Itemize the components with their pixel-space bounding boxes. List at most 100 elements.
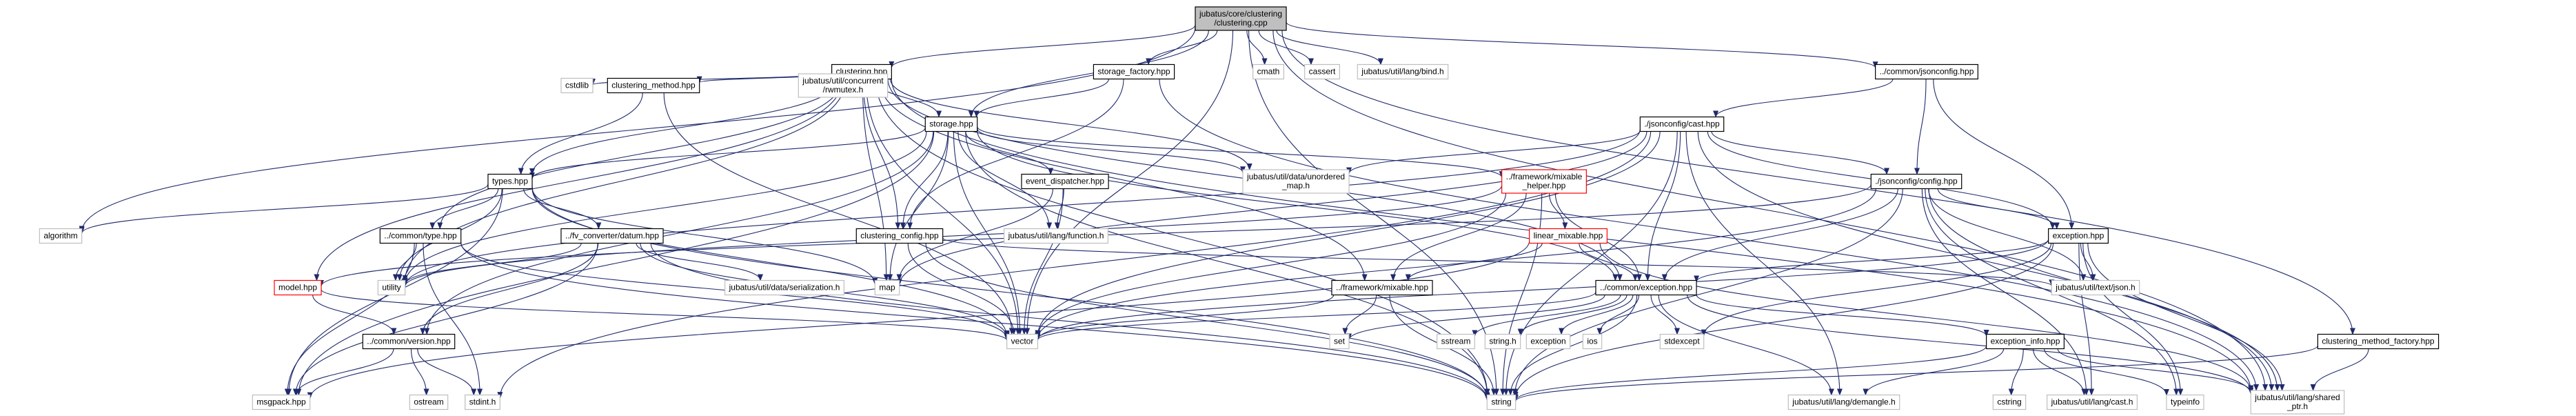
node-common-jsonconfig-hpp[interactable]: ../common/jsonconfig.hpp [1875,63,1978,80]
node-box [39,228,83,244]
node-label: ../framework/mixable.hpp [1336,283,1428,293]
edge-storage_hpp-to-unordered_map_h [977,128,1246,174]
node-common-exception-hpp[interactable]: ../common/exception.hpp [1595,279,1697,296]
node-label: linear_mixable.hpp [1534,231,1603,241]
edge-framework_mixable_hpp-to-set [1342,295,1377,335]
node-clustering-method-factory-hpp[interactable]: clustering_method_factory.hpp [2317,333,2440,350]
node-types-hpp[interactable]: types.hpp [487,173,533,190]
edge-common_version_hpp-to-stdint_h [417,348,477,396]
node-clustering-config-hpp[interactable]: clustering_config.hpp [855,228,944,244]
node-label: types.hpp [492,177,528,186]
edge-root-to-clustering_hpp [889,25,1196,68]
node-label: string [1491,397,1511,407]
edge-fv_datum_hpp-to-common_version_hpp [420,243,599,335]
node-cast-h: jubatus/util/lang/cast.h [2047,394,2138,410]
node-label: exception.hpp [2053,231,2105,241]
edge-cast_hpp-to-jsonconfig_config_hpp [1711,131,1889,175]
node-storage-hpp[interactable]: storage.hpp [924,116,978,132]
node-model-hpp[interactable]: model.hpp [274,279,322,296]
node-box [1304,63,1340,80]
node-clustering-method-hpp[interactable]: clustering_method.hpp [607,77,700,94]
node-label: jubatus/util/lang/shared [2254,393,2340,402]
edge-exception_info_hpp-to-cstring [2008,348,2024,396]
edge-linear_mixable_hpp-to-shared_ptr_h [1599,243,2254,393]
node-common-type-hpp[interactable]: ../common/type.hpp [379,228,462,244]
node-linear-mixable-hpp[interactable]: linear_mixable.hpp [1529,228,1608,244]
node-label: cassert [1309,67,1336,77]
edge-types_hpp-to-vector [531,188,1010,338]
node-box [1992,394,2027,410]
node-fv-datum-hpp[interactable]: ../fv_converter/datum.hpp [560,228,664,244]
node-exception: exception [1525,333,1571,350]
node-storage-factory-hpp[interactable]: storage_factory.hpp [1093,63,1175,80]
node-label: _helper.hpp [1522,181,1566,190]
edge-clustering_method_hpp-to-vector [663,92,1015,335]
node-label: cstring [1997,397,2021,407]
node-jsonconfig-config-hpp[interactable]: ./jsonconfig/config.hpp [1870,173,1963,190]
node-event-dispatcher-hpp[interactable]: event_dispatcher.hpp [1021,173,1109,190]
node-label: clustering_method_factory.hpp [2322,337,2435,346]
edge-mixable_helper_hpp-to-framework_mixable_hpp [1390,192,1527,281]
node-serialization-h: jubatus/util/data/serialization.h [724,279,844,296]
edge-storage_hpp-to-event_dispatcher_hpp [965,131,1054,175]
node-label: jubatus/util/data/unordered [1246,172,1345,181]
edge-common_exception_hpp-to-sstream [1472,295,1621,337]
node-box [1639,116,1725,132]
node-root[interactable]: jubatus/core/clustering/clustering.cpp [1195,6,1287,31]
node-box [465,394,500,410]
node-box [379,228,462,244]
node-label: ostream [414,397,443,407]
edge-common_type_hpp-to-string [460,242,1490,401]
node-box [560,228,664,244]
node-label: jubatus/util/text/json.h [2055,283,2135,293]
edge-jsonconfig_config_hpp-to-string [1512,188,1903,396]
node-label: jubatus/util/lang/function.h [1008,231,1104,241]
node-mixable-helper-hpp[interactable]: ../framework/mixable_helper.hpp [1501,169,1587,194]
node-label: event_dispatcher.hpp [1026,177,1104,186]
node-framework-mixable-hpp[interactable]: ../framework/mixable.hpp [1331,279,1433,296]
edge-types_hpp-to-common_type_hpp [429,188,499,230]
edge-root-to-shared_ptr_h [1272,30,2269,391]
node-label: model.hpp [278,283,317,293]
node-label: sstream [1441,337,1471,346]
node-box [1331,279,1433,296]
node-label: stdexcept [1664,337,1700,346]
node-box [1875,63,1978,80]
edge-common_version_hpp-to-msgpack_hpp [294,348,394,396]
edge-jsonconfig_config_hpp-to-exception_hpp [1937,188,2060,230]
node-label: vector [1011,337,1034,346]
node-label: ./jsonconfig/cast.hpp [1644,119,1720,129]
node-common-version-hpp[interactable]: ../common/version.hpp [362,333,456,350]
node-box [362,333,456,350]
node-sstream: sstream [1437,333,1475,350]
node-cstdlib: cstdlib [560,77,594,94]
node-box [409,394,449,410]
node-label: ../common/type.hpp [384,231,457,241]
node-exception-info-hpp[interactable]: exception_info.hpp [1986,333,2065,350]
edge-exception_info_hpp-to-cast_h [2033,348,2087,396]
node-box [2250,390,2345,415]
node-label: _ptr.h [2286,402,2308,411]
node-exception-hpp[interactable]: exception.hpp [2048,228,2109,244]
node-box [1595,279,1697,296]
edge-clustering_hpp-to-unordered_map_h [890,79,1252,170]
node-cast-hpp[interactable]: ./jsonconfig/cast.hpp [1639,116,1725,132]
edge-framework_mixable_hpp-to-vector [1035,295,1335,340]
node-string-h: string.h [1484,333,1521,350]
node-unordered-map-h: jubatus/util/data/unordered_map.h [1242,169,1350,194]
edge-clustering_config_hpp-to-string [925,243,1490,399]
node-stdexcept: stdexcept [1659,333,1705,350]
node-label: clustering_method.hpp [611,81,696,90]
edge-exception_hpp-to-common_exception_hpp [1694,239,2049,283]
edge-linear_mixable_hpp-to-common_exception_hpp [1579,243,1639,281]
node-box [1006,333,1038,350]
node-box [1357,63,1449,80]
edge-exception_hpp-to-json_h [2080,243,2096,281]
node-box [1437,333,1475,350]
edge-common_exception_hpp-to-stdexcept [1650,295,1680,335]
edge-common_exception_hpp-to-vector [1035,291,1596,341]
edge-root-to-storage_hpp [968,30,1209,118]
node-label: /clustering.cpp [1214,18,1268,28]
edge-linear_mixable_hpp-to-framework_mixable_hpp [1405,243,1543,281]
edge-storage_hpp-to-common_exception_hpp [977,130,1619,281]
